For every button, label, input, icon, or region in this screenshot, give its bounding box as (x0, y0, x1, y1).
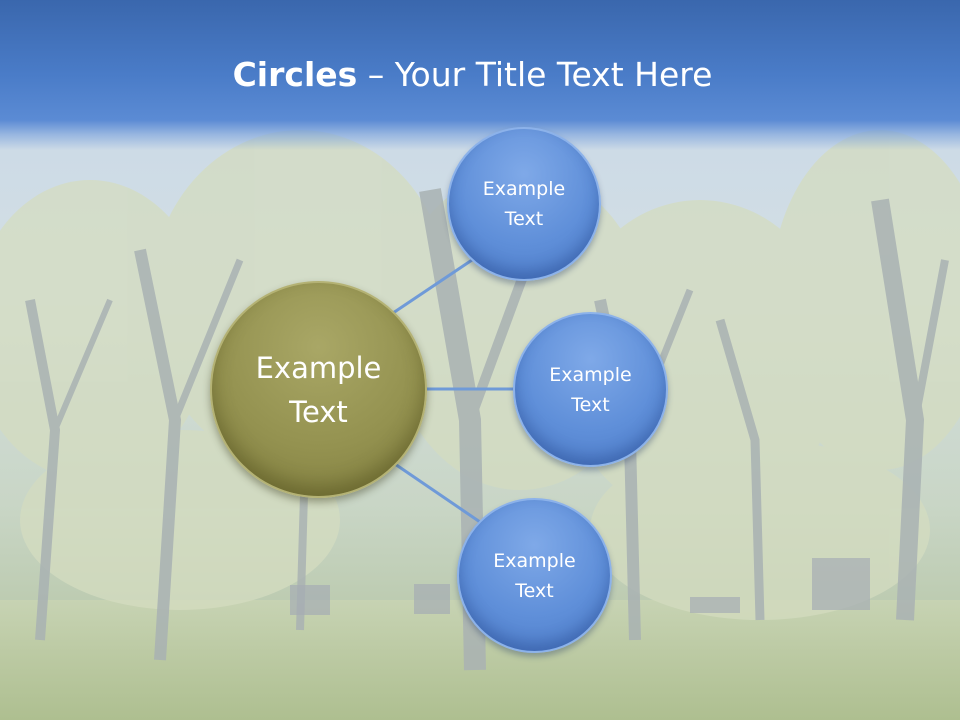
connector-top (389, 256, 476, 317)
node-bottom-line-2: Text (515, 579, 554, 602)
node-middle-line-1: Example (549, 363, 632, 386)
title-bar (0, 0, 960, 150)
connector-bot (391, 460, 481, 524)
slide-title: Circles – Your Title Text Here (0, 52, 945, 98)
node-circle-middle[interactable]: Example Text (513, 312, 668, 467)
node-top-line-2: Text (504, 208, 544, 230)
center-line-1: Example (255, 350, 382, 385)
node-circle-bottom[interactable]: Example Text (457, 498, 612, 653)
title-rest: – Your Title Text Here (357, 55, 713, 94)
node-top-line-1: Example (482, 178, 566, 200)
node-bottom-line-1: Example (493, 549, 576, 572)
node-circle-top[interactable]: Example Text (447, 127, 601, 281)
center-line-2: Text (289, 394, 348, 429)
title-bold: Circles (232, 55, 358, 94)
center-circle[interactable]: Example Text (210, 281, 427, 498)
node-middle-line-2: Text (571, 393, 610, 416)
